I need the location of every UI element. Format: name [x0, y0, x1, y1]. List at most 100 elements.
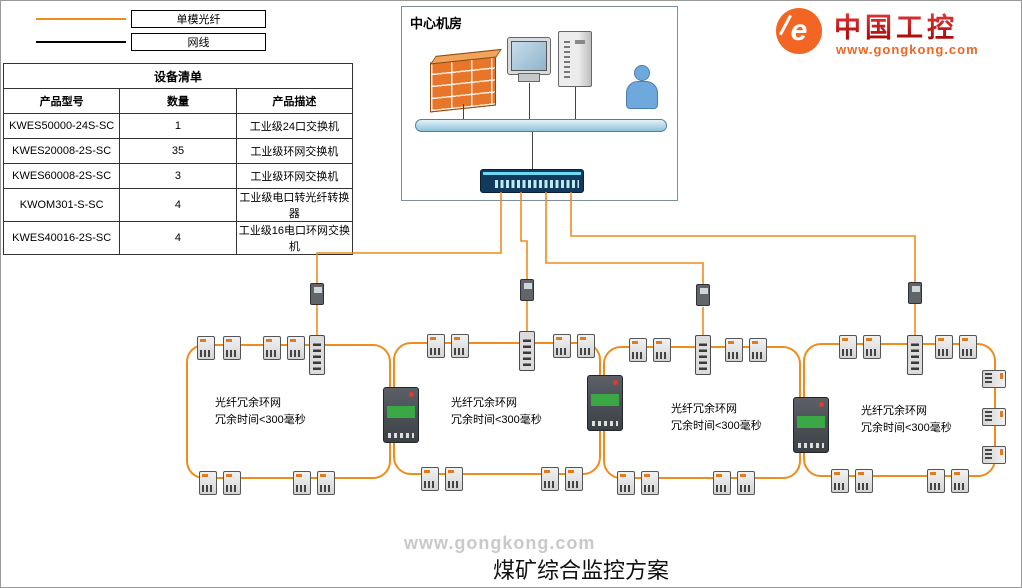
fiber-switch-icon — [309, 335, 325, 375]
small-switch-icon — [617, 471, 635, 495]
fiber-link-2 — [520, 192, 528, 333]
legend-fiber-label: 单模光纤 — [131, 10, 266, 28]
cell-model: KWES50000-24S-SC — [2, 113, 121, 139]
led-dot — [409, 392, 414, 397]
column-header-qty: 数量 — [119, 88, 237, 114]
small-switch-icon — [935, 335, 953, 359]
small-switch-icon — [982, 370, 1006, 388]
ring-1: 光纤冗余环网 冗余时间<300毫秒 — [186, 344, 391, 479]
small-switch-icon — [863, 335, 881, 359]
ring-label-line1: 光纤冗余环网 — [671, 403, 737, 415]
ring-label-line2: 冗余时间<300毫秒 — [671, 419, 762, 432]
cell-model: KWES40016-2S-SC — [2, 221, 121, 255]
ring-4: 光纤冗余环网 冗余时间<300毫秒 — [803, 343, 996, 477]
small-switch-icon — [982, 408, 1006, 426]
cell-desc: 工业级16电口环网交换机 — [235, 221, 354, 255]
cable-line — [463, 104, 464, 119]
small-switch-icon — [199, 471, 217, 495]
table-row: KWES60008-2S-SC 3 工业级环网交换机 — [2, 163, 354, 189]
network-bus-bar — [415, 119, 667, 132]
center-room-box: 中心机房 — [401, 6, 678, 201]
small-switch-icon — [553, 334, 571, 358]
ring-label-line2: 冗余时间<300毫秒 — [861, 421, 952, 434]
small-switch-icon — [427, 334, 445, 358]
small-switch-icon — [927, 469, 945, 493]
industrial-switch-icon — [383, 387, 419, 443]
table-row: KWES20008-2S-SC 35 工业级环网交换机 — [2, 138, 354, 164]
small-switch-icon — [451, 334, 469, 358]
small-switch-icon — [293, 471, 311, 495]
column-header-model: 产品型号 — [2, 88, 121, 114]
small-switch-icon — [317, 471, 335, 495]
small-switch-icon — [263, 336, 281, 360]
cell-qty: 1 — [119, 113, 237, 139]
legend-fiber-line — [36, 18, 126, 20]
monitor-screen — [511, 41, 547, 71]
gongkong-logo: e 中国工控 www.gongkong.com — [776, 6, 1021, 62]
media-converter-icon — [520, 279, 534, 301]
cell-model: KWES20008-2S-SC — [2, 138, 121, 164]
small-switch-icon — [287, 336, 305, 360]
logo-url: www.gongkong.com — [836, 42, 979, 57]
small-switch-icon — [959, 335, 977, 359]
page-title: 煤矿综合监控方案 — [492, 558, 669, 583]
cell-qty: 3 — [119, 163, 237, 189]
cable-line — [529, 83, 530, 119]
small-switch-icon — [421, 467, 439, 491]
media-converter-icon — [310, 283, 324, 305]
led-dot — [613, 380, 618, 385]
small-switch-icon — [577, 334, 595, 358]
led-dot — [819, 402, 824, 407]
small-switch-icon — [713, 471, 731, 495]
fiber-switch-icon — [907, 335, 923, 375]
server-tower-icon — [558, 31, 592, 87]
cell-model: KWOM301-S-SC — [2, 188, 121, 222]
fiber-link-3 — [545, 192, 704, 337]
column-header-desc: 产品描述 — [235, 88, 354, 114]
small-switch-icon — [749, 338, 767, 362]
fiber-switch-icon — [519, 331, 535, 371]
ring-3-label: 光纤冗余环网 冗余时间<300毫秒 — [671, 401, 762, 434]
cell-model: KWES60008-2S-SC — [2, 163, 121, 189]
small-switch-icon — [445, 467, 463, 491]
small-switch-icon — [839, 335, 857, 359]
monitor-icon — [507, 37, 551, 82]
cell-qty: 4 — [119, 221, 237, 255]
cable-line — [532, 132, 533, 169]
ring-2: 光纤冗余环网 冗余时间<300毫秒 — [393, 342, 601, 475]
cell-qty: 4 — [119, 188, 237, 222]
small-switch-icon — [951, 469, 969, 493]
industrial-switch-icon — [587, 375, 623, 431]
small-switch-icon — [725, 338, 743, 362]
ring-label-line2: 冗余时间<300毫秒 — [215, 413, 306, 426]
ring-label-line2: 冗余时间<300毫秒 — [451, 413, 542, 426]
cable-line — [575, 87, 576, 119]
center-room-title: 中心机房 — [410, 16, 463, 31]
cell-desc: 工业级环网交换机 — [235, 138, 354, 164]
table-row: KWES50000-24S-SC 1 工业级24口交换机 — [2, 113, 354, 139]
small-switch-icon — [223, 471, 241, 495]
fiber-link-4 — [570, 192, 916, 337]
ring-label-line1: 光纤冗余环网 — [451, 397, 517, 409]
ring-1-label: 光纤冗余环网 冗余时间<300毫秒 — [215, 395, 306, 428]
small-switch-icon — [982, 446, 1006, 464]
small-switch-icon — [831, 469, 849, 493]
core-switch-icon — [480, 169, 584, 193]
cell-desc: 工业级24口交换机 — [235, 113, 354, 139]
small-switch-icon — [541, 467, 559, 491]
legend-cable-line — [36, 41, 126, 43]
table-row: KWES40016-2S-SC 4 工业级16电口环网交换机 — [2, 221, 354, 255]
media-converter-icon — [908, 282, 922, 304]
cell-qty: 35 — [119, 138, 237, 164]
small-switch-icon — [641, 471, 659, 495]
legend-cable-label: 网线 — [131, 33, 266, 51]
equipment-table: 设备清单 产品型号 数量 产品描述 KWES50000-24S-SC 1 工业级… — [2, 63, 354, 255]
ring-label-line1: 光纤冗余环网 — [215, 397, 281, 409]
logo-mark-icon: e — [776, 8, 822, 54]
ring-4-label: 光纤冗余环网 冗余时间<300毫秒 — [861, 403, 952, 436]
small-switch-icon — [737, 471, 755, 495]
fiber-switch-icon — [695, 335, 711, 375]
equipment-table-title: 设备清单 — [3, 63, 353, 89]
small-switch-icon — [223, 336, 241, 360]
logo-name: 中国工控 — [834, 6, 958, 45]
